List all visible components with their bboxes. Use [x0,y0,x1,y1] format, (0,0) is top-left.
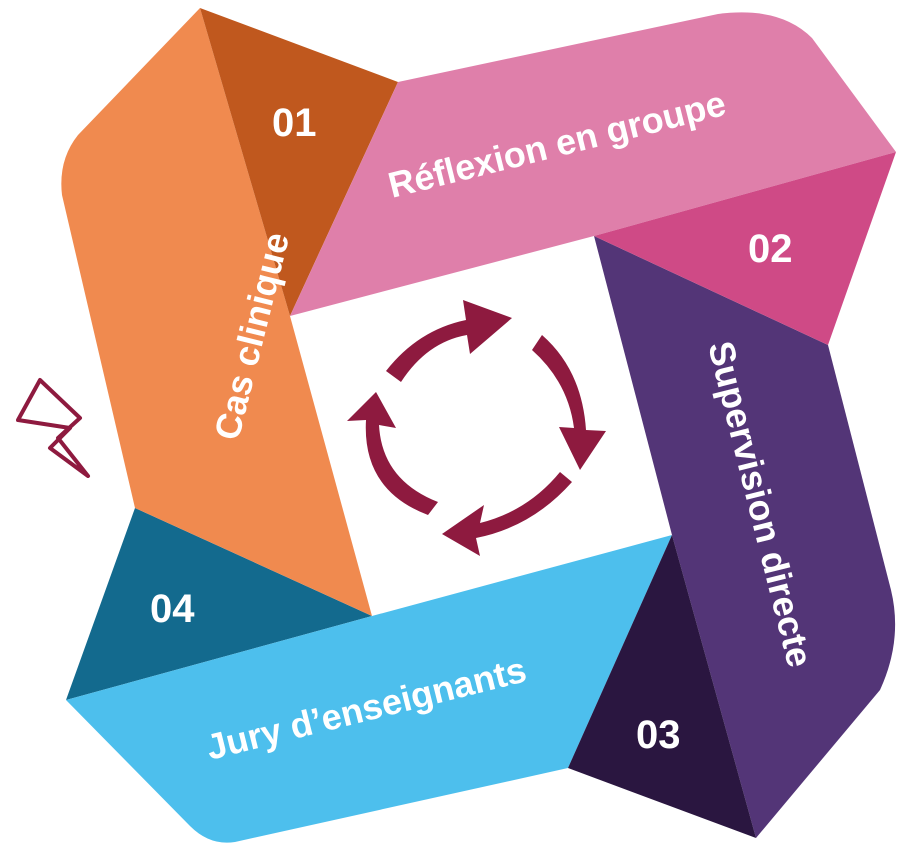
cycle-arrow-right [532,335,606,470]
step-03-fold [568,535,756,838]
step-04-number: 04 [150,587,195,631]
step-01: 01 Cas clinique [61,8,398,616]
step-02-band [290,12,896,317]
step-03: 03 Supervision directe [568,236,896,838]
step-03-band [594,236,896,838]
step-02-number: 02 [748,227,793,271]
step-01-number: 01 [272,101,317,145]
cycle-arrows-icon [347,300,606,556]
step-02-fold [594,152,896,345]
cycle-arrow-bottom [442,472,572,556]
cycle-arrow-top [386,300,512,382]
step-04-band [66,535,672,843]
lightning-icon [16,378,90,478]
step-04: 04 Jury d’enseignants [66,508,672,843]
step-04-fold [66,508,372,700]
step-01-band [61,8,372,616]
step-02: 02 Réflexion en groupe [290,12,896,345]
cycle-arrow-left [347,392,438,515]
step-03-number: 03 [636,713,681,757]
step-01-fold [200,8,398,316]
